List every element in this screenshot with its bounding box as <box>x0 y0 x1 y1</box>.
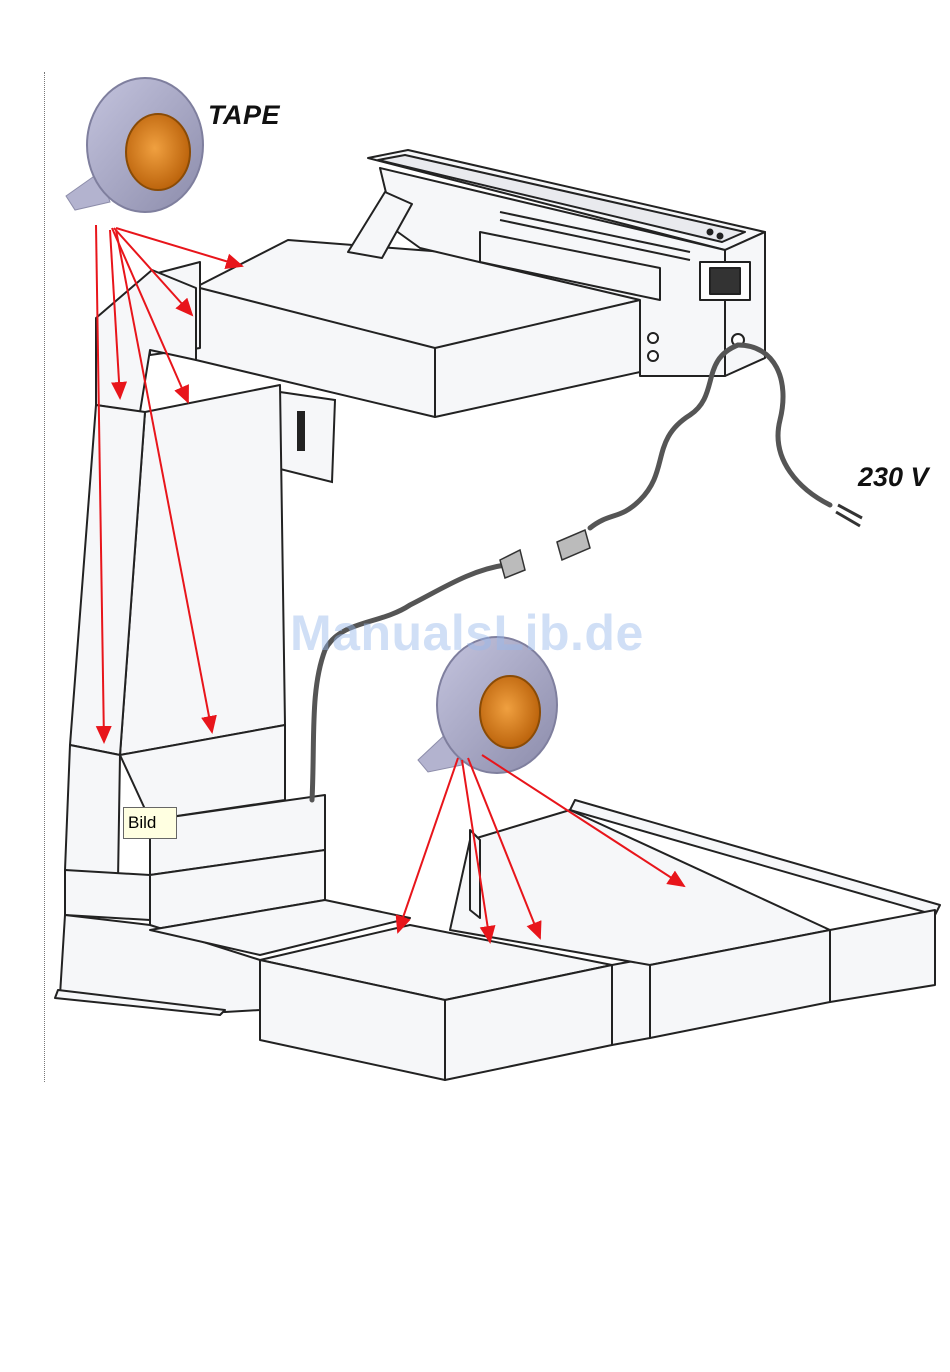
installation-diagram <box>0 0 950 1100</box>
image-tooltip: Bild <box>123 807 177 839</box>
wall-bracket <box>276 392 335 482</box>
floor-ducts <box>260 800 940 1080</box>
voltage-label: 230 V <box>858 462 929 493</box>
tape-roll-icon-top <box>66 78 203 212</box>
plug-connectors <box>500 505 862 578</box>
watermark: ManualsLib.de <box>290 604 644 662</box>
power-cables <box>312 345 830 800</box>
tape-label: TAPE <box>208 100 280 131</box>
